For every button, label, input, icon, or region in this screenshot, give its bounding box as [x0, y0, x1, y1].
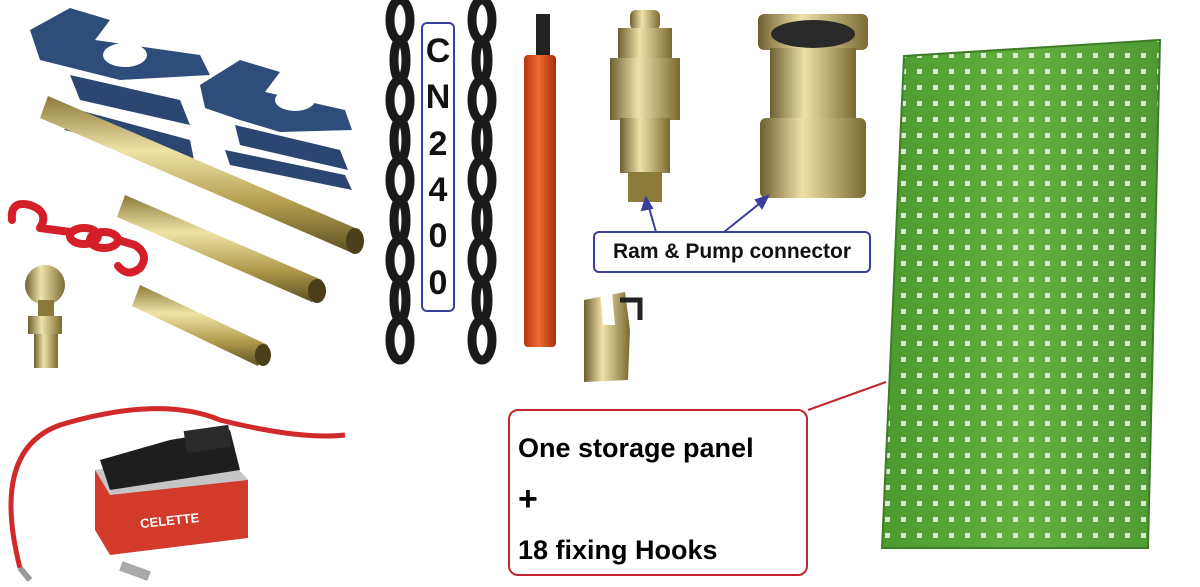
- chain-left: [385, 0, 415, 365]
- ball-adapter: [25, 265, 65, 368]
- chain-label-char: 0: [428, 217, 448, 256]
- storage-panel: [880, 38, 1162, 549]
- panel-label-line: One storage panel: [518, 433, 754, 463]
- chain-label-char: 2: [428, 124, 448, 163]
- hydraulic-pump: [8, 406, 346, 582]
- red-chain-hooks: [7, 200, 148, 277]
- chain-label-char: C: [425, 32, 451, 71]
- connector-arrows: [640, 194, 770, 233]
- chain-right: [467, 0, 497, 365]
- extension-tube-short: [132, 285, 271, 366]
- panel-label-plus: +: [518, 480, 538, 518]
- chain-label-char: 4: [428, 171, 448, 210]
- fork-tool: [584, 292, 643, 382]
- extension-tube-medium: [117, 195, 326, 303]
- chain-model-label: C N 2 4 0 0: [421, 22, 455, 312]
- blue-clamp-right: [200, 60, 352, 190]
- female-connector: [758, 14, 868, 198]
- connector-label: Ram & Pump connector: [593, 231, 871, 273]
- extension-tube-long: [40, 96, 364, 254]
- chain-label-char: 0: [428, 263, 448, 302]
- male-connector: [610, 10, 680, 202]
- panel-callout-line: [807, 381, 887, 411]
- chain-label-char: N: [425, 78, 451, 117]
- pump-brand-text: CELETTE: [139, 510, 200, 531]
- storage-panel-label: One storage panel + 18 fixing Hooks: [508, 409, 808, 576]
- panel-label-line: 18 fixing Hooks: [518, 535, 718, 565]
- orange-rod: [524, 14, 556, 347]
